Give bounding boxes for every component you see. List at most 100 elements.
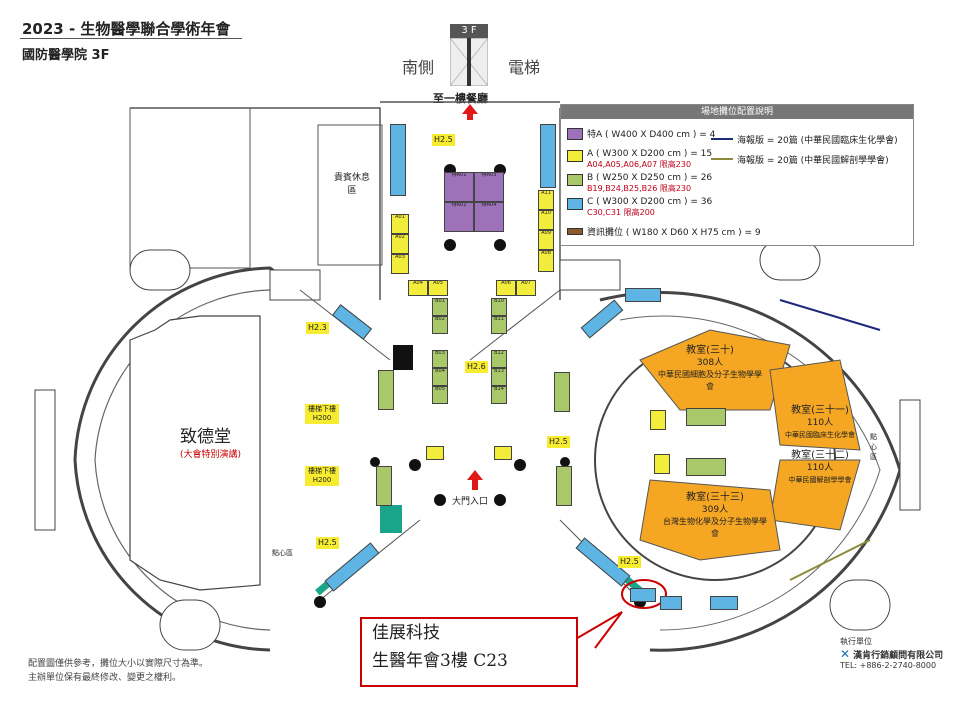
- booth-special-a04[interactable]: 特A04: [474, 202, 504, 232]
- note-line-1: 配置圖僅供參考，攤位大小以實際尺寸為準。: [28, 659, 209, 669]
- booth-a11[interactable]: A11: [538, 190, 554, 210]
- event-title: 2023 - 生物醫學聯合學術年會: [22, 20, 231, 38]
- snack-area-left: 點心區: [272, 549, 293, 557]
- room-org: 中華民國臨床生化學會: [785, 431, 855, 439]
- booth-a14[interactable]: [494, 446, 512, 460]
- room-name: 教室(三十): [686, 345, 734, 356]
- note-line-2: 主辦單位保有最終修改、變更之權利。: [28, 673, 182, 683]
- booth-b12[interactable]: B12: [491, 350, 507, 368]
- height-tag-h26: H2.6: [465, 361, 488, 373]
- booth-b05[interactable]: B05: [432, 386, 448, 404]
- booth-c-right-bottom[interactable]: [660, 596, 682, 610]
- booth-b03[interactable]: B03: [432, 350, 448, 368]
- swatch-yellow: [567, 150, 583, 162]
- booth-b-right-lower[interactable]: [556, 466, 572, 506]
- booth-a15[interactable]: [426, 446, 444, 460]
- booth-b13[interactable]: B13: [491, 368, 507, 386]
- room-capacity: 309人: [701, 505, 729, 515]
- poster-line-navy: [711, 138, 733, 140]
- booth-a01[interactable]: A01: [391, 214, 409, 234]
- snack-area-right: 點心區: [870, 433, 877, 461]
- organizer-logo-icon: ✕: [840, 647, 851, 661]
- booth-b-room-bottom[interactable]: [686, 458, 726, 476]
- callout-booth: 生醫年會3樓 C23: [372, 651, 508, 671]
- room-31-label: 教室(三十一) 110人 中華民國臨床生化學會: [780, 405, 860, 441]
- booth-special-a02[interactable]: 特A02: [444, 202, 474, 232]
- swatch-blue: [567, 198, 583, 210]
- booth-a12[interactable]: [650, 410, 666, 430]
- legend-text: B ( W250 X D250 cm ) = 26: [587, 173, 713, 183]
- booth-b11[interactable]: B11: [491, 316, 507, 334]
- callout-company: 佳展科技: [372, 623, 440, 643]
- stair-down-tag-2: 樓梯下樓 H200: [305, 466, 339, 486]
- legend-sub: A04,A05,A06,A07 限高230: [587, 160, 692, 169]
- stair-down-tag-1: 樓梯下樓 H200: [305, 404, 339, 424]
- legend-panel: 場地攤位配置說明 特A ( W400 X D400 cm ) = 4 A ( W…: [560, 104, 914, 246]
- booth-special-a03[interactable]: 特A03: [474, 172, 504, 202]
- booth-b02[interactable]: B02: [432, 316, 448, 334]
- booth-b-room-top[interactable]: [686, 408, 726, 426]
- main-entrance-label: 大門入口: [452, 497, 489, 507]
- elevator-south-label: 南側: [402, 58, 435, 77]
- room-32-label: 教室(三十二) 110人 中華民國解剖學學會: [780, 450, 860, 486]
- title-underline: [20, 38, 242, 39]
- legend-poster-1: 海報版 = 20篇 (中華民國臨床生化學會): [711, 133, 898, 146]
- legend-poster-2: 海報版 = 20篇 (中華民國解剖學學會): [711, 153, 889, 166]
- legend-sub: C30,C31 限高200: [587, 208, 655, 217]
- booth-b-left-pair[interactable]: [378, 370, 394, 410]
- booth-c-column-right[interactable]: [540, 124, 556, 188]
- booth-special-a01[interactable]: 特A01: [444, 172, 474, 202]
- booth-b04[interactable]: B04: [432, 368, 448, 386]
- booth-c-right-bottom-2[interactable]: [710, 596, 738, 610]
- legend-text: 資訊攤位 ( W180 X D60 X H75 cm ) = 9: [587, 228, 761, 238]
- booth-a10[interactable]: A10: [538, 210, 554, 230]
- organizer-tel: TEL: +886-2-2740-8000: [840, 661, 937, 670]
- booth-b-left-lower[interactable]: [376, 466, 392, 506]
- room-org: 中華民國細胞及分子生物學學會: [658, 370, 762, 391]
- booth-c23[interactable]: [630, 588, 656, 602]
- legend-sub: B19,B24,B25,B26 限高230: [587, 184, 692, 193]
- legend-item-special-a: 特A ( W400 X D400 cm ) = 4: [567, 127, 715, 140]
- height-tag-h25-left: H2.5: [316, 537, 339, 549]
- booth-b10[interactable]: B10: [491, 298, 507, 316]
- organizer-name: 漢肯行銷顧問有限公司: [853, 650, 944, 661]
- room-name: 教室(三十三): [686, 492, 744, 503]
- swatch-green: [567, 174, 583, 186]
- vip-lounge-label: 貴賓休息區: [334, 173, 371, 196]
- venue-floor: 國防醫學院 3F: [22, 48, 110, 63]
- booth-a05[interactable]: A05: [428, 280, 448, 296]
- booth-b01[interactable]: B01: [432, 298, 448, 316]
- booth-b-right-pair[interactable]: [554, 372, 570, 412]
- booth-a06[interactable]: A06: [496, 280, 516, 296]
- legend-heading: 場地攤位配置說明: [561, 105, 913, 119]
- booth-a03[interactable]: A03: [391, 254, 409, 274]
- legend-text: 海報版 = 20篇 (中華民國解剖學學會): [737, 156, 889, 166]
- booth-a08[interactable]: A08: [538, 250, 554, 272]
- room-name: 教室(三十一): [791, 405, 849, 416]
- organizer-block: 執行單位 ✕ 漢肯行銷顧問有限公司 TEL: +886-2-2740-8000: [840, 636, 943, 670]
- booth-c-column-left[interactable]: [390, 124, 406, 196]
- exhibitor-callout: 佳展科技 生醫年會3樓 C23: [360, 617, 578, 687]
- room-name: 教室(三十二): [791, 450, 849, 461]
- hall-title: 致德堂: [180, 427, 231, 447]
- legend-item-info-booth: 資訊攤位 ( W180 X D60 X H75 cm ) = 9: [567, 225, 761, 238]
- height-tag-h23: H2.3: [306, 322, 329, 334]
- swatch-brown: [567, 228, 583, 235]
- booth-a07[interactable]: A07: [516, 280, 536, 296]
- booth-a13[interactable]: [654, 454, 670, 474]
- legend-text: A ( W300 X D200 cm ) = 15: [587, 149, 713, 159]
- room-org: 中華民國解剖學學會: [788, 476, 852, 484]
- booth-a09[interactable]: A09: [538, 230, 554, 250]
- booth-a04[interactable]: A04: [408, 280, 428, 296]
- room-capacity: 110人: [806, 418, 834, 428]
- legend-text: 特A ( W400 X D400 cm ) = 4: [587, 130, 716, 140]
- room-capacity: 110人: [806, 463, 834, 473]
- legend-text: C ( W300 X D200 cm ) = 36: [587, 197, 713, 207]
- booth-c-top-right[interactable]: [625, 288, 661, 302]
- booth-b14[interactable]: B14: [491, 386, 507, 404]
- booth-a02[interactable]: A02: [391, 234, 409, 254]
